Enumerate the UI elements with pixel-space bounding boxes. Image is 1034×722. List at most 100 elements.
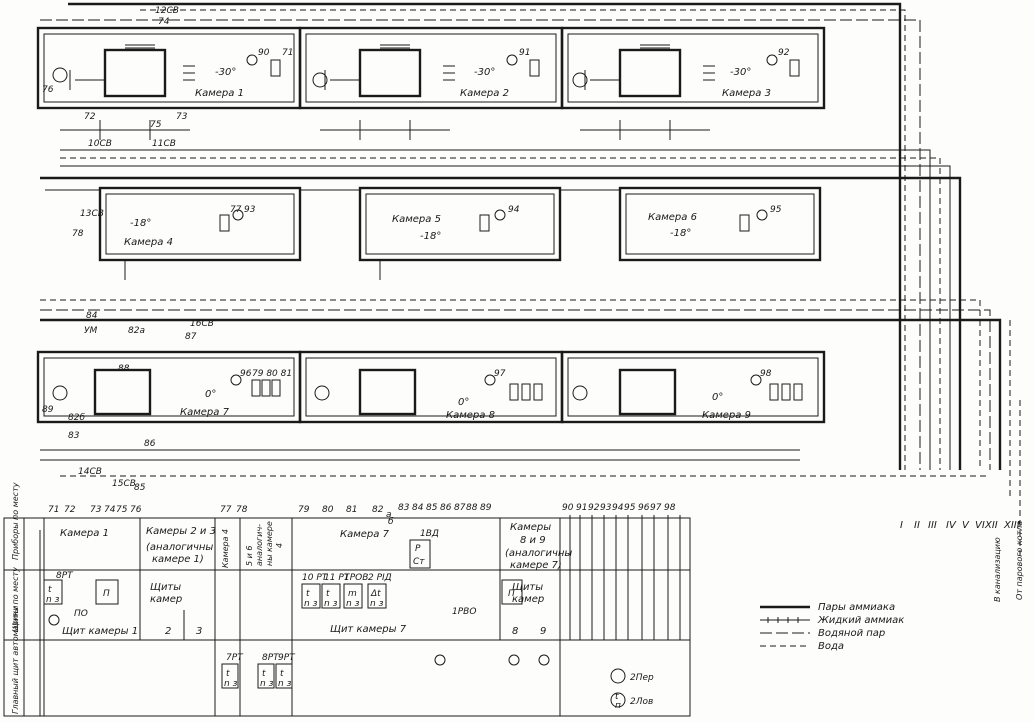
valve-76: 76: [42, 85, 54, 95]
col-num: 93: [600, 503, 612, 513]
section-chamber-4: Камера 4: [221, 529, 230, 568]
valve-83: 83: [68, 431, 80, 441]
col-num: 98: [664, 503, 676, 513]
chamber-row-3: [36, 350, 826, 461]
panels-chambers: Щиты: [150, 582, 181, 593]
col-num: 83: [398, 503, 410, 513]
section-chambers-2-3-note2: камере 1): [152, 554, 204, 565]
tag-p7: П: [508, 589, 515, 599]
tag-8rt-main: 8РТ: [262, 653, 280, 663]
tag-7rt: 7РТ: [226, 653, 244, 663]
section-chambers-5-6-c: ны камере: [265, 521, 274, 566]
row-header-main-panel: Главный щит автоматики: [11, 606, 20, 714]
col-num: 91: [576, 503, 587, 513]
col-num: 89: [480, 503, 492, 513]
col-num: 96: [638, 503, 650, 513]
tag-1rvo: 1РВО: [452, 607, 476, 617]
col-num: 72: [64, 505, 76, 515]
chamber-2-label: Камера 2: [460, 88, 509, 99]
tag-ct: Ст: [413, 557, 425, 567]
chamber-1-sensor-b: 71: [282, 48, 293, 58]
col-num: 94: [612, 503, 624, 513]
chamber-9-label: Камера 9: [702, 410, 751, 421]
section-chambers-5-6: 5 и 6: [245, 546, 254, 566]
col-num: 77: [220, 505, 232, 515]
tag-t-2: t: [306, 589, 310, 599]
chamber-7-temp: 0°: [205, 389, 216, 400]
col-num: 85: [426, 503, 438, 513]
legend-water: Вода: [818, 641, 844, 652]
tag-n3-3: n з: [324, 599, 338, 609]
valve-10sv: 10СВ: [88, 139, 112, 149]
section-chambers-8-9-c: (аналогичны: [505, 548, 572, 559]
row-header-local-instruments: Приборы по месту: [11, 482, 20, 560]
panels-2: Щиты: [512, 582, 543, 593]
valve-82a: 82а: [128, 326, 145, 336]
chamber-4-label: Камера 4: [124, 237, 173, 248]
section-chamber-1: Камера 1: [60, 528, 109, 539]
valve-13sv: 13СВ: [80, 209, 104, 219]
chamber-3-sensor: 92: [778, 48, 790, 58]
tag-t-6: t: [280, 669, 284, 679]
col-num: 82: [372, 505, 384, 515]
tag-gauge-t: t: [615, 692, 619, 702]
col-num: 76: [130, 505, 142, 515]
panel-chamber-7: Щит камеры 7: [330, 624, 407, 635]
roman-5: V: [962, 520, 970, 531]
col-num: 78: [236, 505, 248, 515]
panel-3: 3: [196, 626, 202, 637]
col-num: 73: [90, 505, 102, 515]
tag-po: ПО: [74, 609, 88, 619]
tag-dt: Δt: [370, 589, 381, 599]
panels-2b: камер: [512, 594, 544, 605]
tag-2lov: 2Лов: [630, 697, 653, 707]
col-num: 86: [440, 503, 452, 513]
unit-um: УМ: [84, 326, 97, 336]
chamber-5-sensor: 94: [508, 205, 520, 215]
col-num: 90: [562, 503, 574, 513]
tag-n3-6: n з: [224, 679, 238, 689]
roman-6: VI: [975, 520, 985, 531]
valve-72: 72: [84, 112, 96, 122]
roman-13: XIII: [1003, 520, 1020, 531]
valve-82b: 82б: [68, 413, 85, 423]
tag-10rt: 10 РТ: [302, 573, 329, 583]
valve-11sv: 11СВ: [152, 139, 176, 149]
tag-2rid: 2 РІД: [368, 573, 392, 583]
roman-1: I: [900, 520, 903, 531]
chamber-7-sensor-b: 79 80 81: [252, 369, 292, 379]
tag-n3-2: n з: [304, 599, 318, 609]
col-num: 80: [322, 505, 334, 515]
col-num: 74: [104, 505, 116, 515]
valve-88: 88: [118, 364, 130, 374]
chamber-3-label: Камера 3: [722, 88, 771, 99]
roman-4: IV: [946, 520, 957, 531]
chamber-6-temp: -18°: [670, 228, 691, 239]
tag-t-1: t: [48, 585, 52, 595]
chamber-row-1: [36, 26, 826, 140]
chamber-5-label: Камера 5: [392, 214, 441, 225]
col-num: 75: [116, 505, 128, 515]
roman-3: III: [928, 520, 937, 531]
chamber-5-temp: -18°: [420, 231, 441, 242]
valve-85: 85: [134, 483, 146, 493]
tag-gauge-n: п: [615, 701, 621, 711]
valve-86: 86: [144, 439, 156, 449]
chamber-9-temp: 0°: [712, 392, 723, 403]
col-num: 97: [650, 503, 662, 513]
legend-lines: [760, 605, 810, 647]
valve-15sv: 15СВ: [112, 479, 136, 489]
mark-b: б: [388, 517, 394, 527]
chamber-4-sensor-b: 77: [230, 205, 242, 215]
col-num: 92: [588, 503, 600, 513]
tag-t-3: t: [326, 589, 330, 599]
valve-84: 84: [86, 311, 98, 321]
tag-n3-4: n з: [346, 599, 360, 609]
valve-74: 74: [158, 17, 170, 27]
legend-steam: Водяной пар: [818, 628, 885, 639]
tag-n3-7: n з: [260, 679, 274, 689]
section-chambers-5-6-b: аналогич-: [255, 524, 264, 566]
col-num: 95: [624, 503, 636, 513]
section-chambers-2-3: Камеры 2 и 3: [146, 526, 216, 537]
